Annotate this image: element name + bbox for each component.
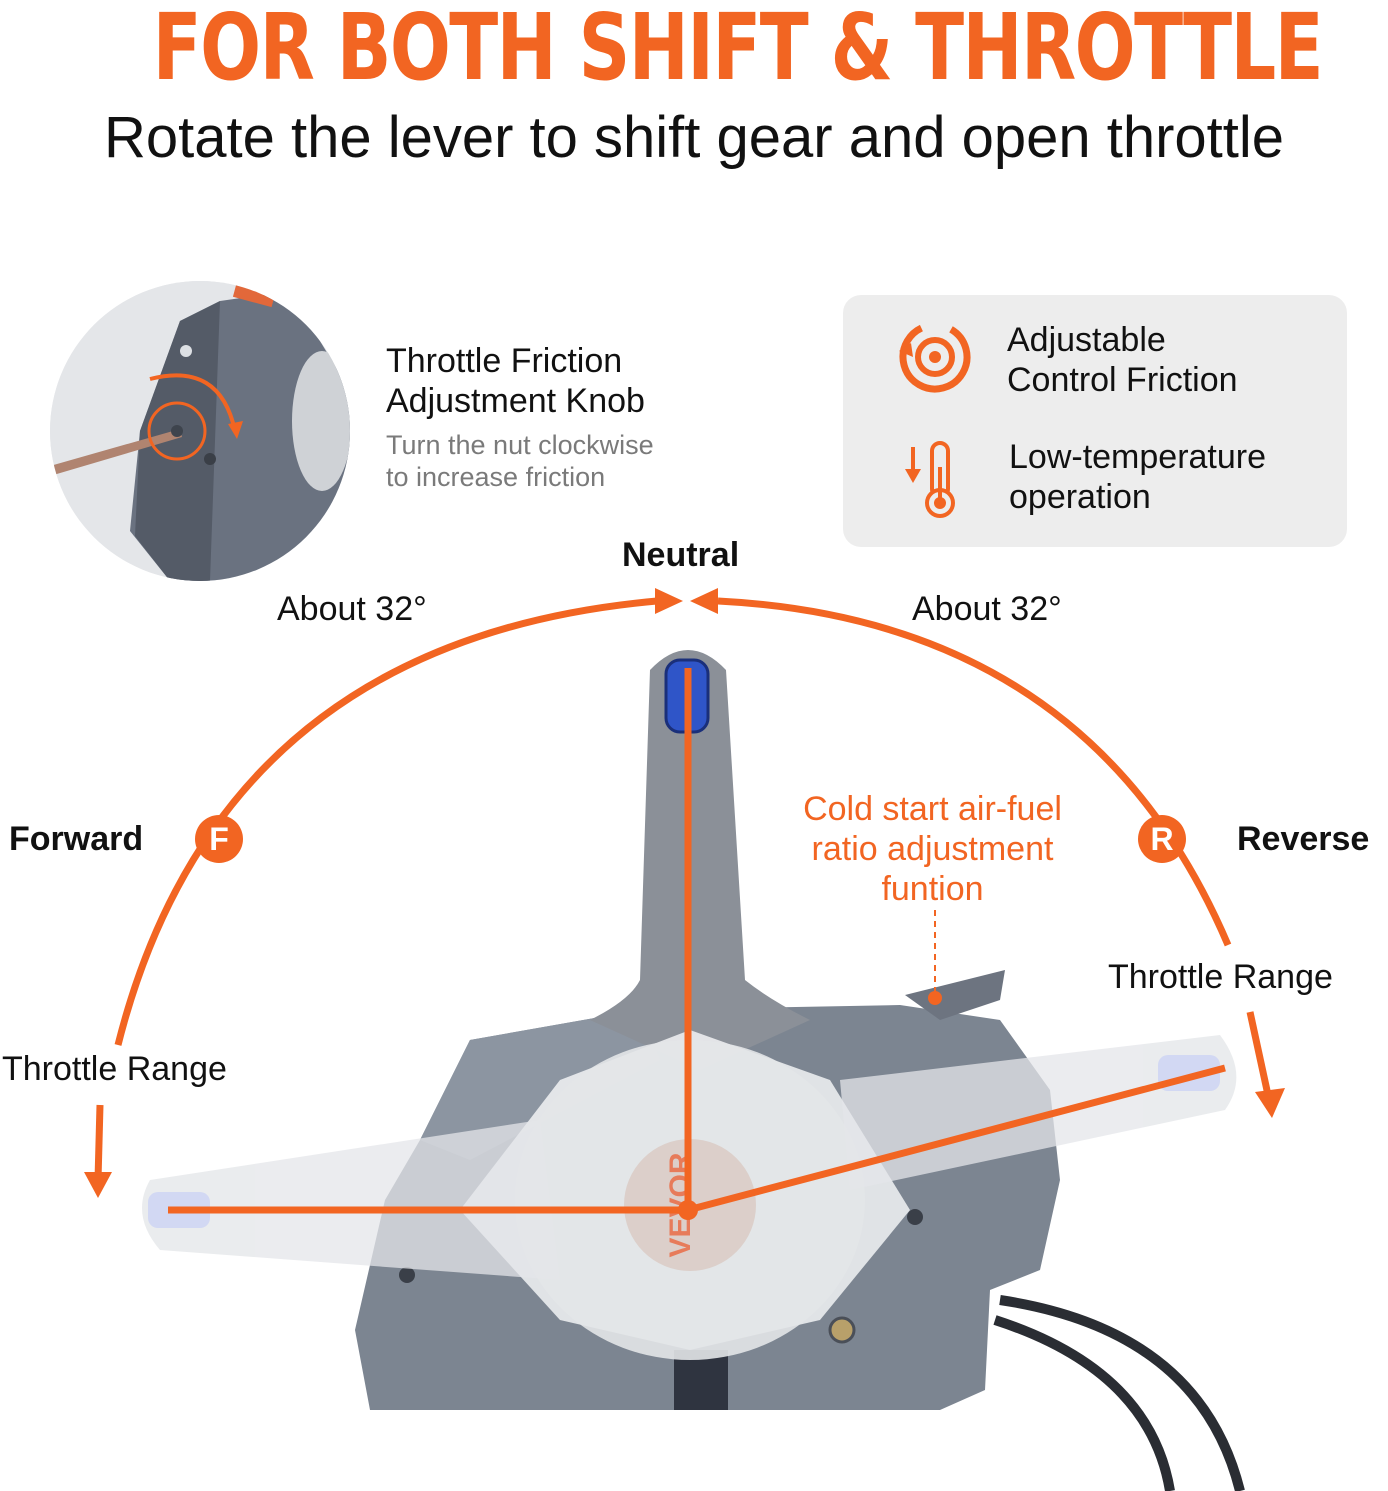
knob-title-line1: Throttle Friction [386, 342, 623, 380]
cold-start-callout: Cold start air-fuel ratio adjustment fun… [760, 789, 1105, 909]
feature-1-line1: Adjustable [1007, 321, 1166, 359]
rotation-arcs [94, 597, 1272, 1181]
feature-1-line2: Control Friction [1007, 361, 1238, 399]
cold-start-line3: funtion [881, 870, 984, 908]
features-panel: Adjustable Control Friction Low-temperat… [843, 295, 1347, 547]
feature-2-line2: operation [1009, 478, 1151, 516]
throttle-range-left: Throttle Range [2, 1050, 227, 1088]
pivot-point [678, 1200, 698, 1220]
page-title: FOR BOTH SHIFT & THROTTLE [152, 0, 1324, 101]
throttle-range-right: Throttle Range [1108, 958, 1333, 996]
reverse-badge: R [1138, 815, 1186, 863]
angle-left-label: About 32° [277, 590, 427, 628]
knob-desc-line1: Turn the nut clockwise [386, 430, 654, 460]
lever-axis-lines [168, 668, 1226, 1214]
cold-start-line2: ratio adjustment [811, 830, 1054, 868]
cold-start-line1: Cold start air-fuel [803, 790, 1062, 828]
forward-label: Forward [9, 820, 144, 858]
cold-start-dot [928, 991, 942, 1005]
feature-2-line1: Low-temperature [1009, 438, 1267, 476]
angle-right-label: About 32° [912, 590, 1062, 628]
forward-badge: F [195, 815, 243, 863]
knob-desc-line2: to increase friction [386, 462, 606, 492]
arc-arrowheads [84, 588, 1285, 1198]
reverse-label: Reverse [1237, 820, 1370, 858]
friction-knob-photo [50, 281, 350, 581]
neutral-label: Neutral [622, 536, 740, 574]
thermometer-down-icon [901, 439, 971, 528]
page-subtitle: Rotate the lever to shift gear and open … [103, 105, 1285, 170]
knob-title-line2: Adjustment Knob [386, 382, 645, 420]
adjust-rotate-icon [895, 317, 975, 402]
lever-forward-ghost [142, 1120, 560, 1280]
